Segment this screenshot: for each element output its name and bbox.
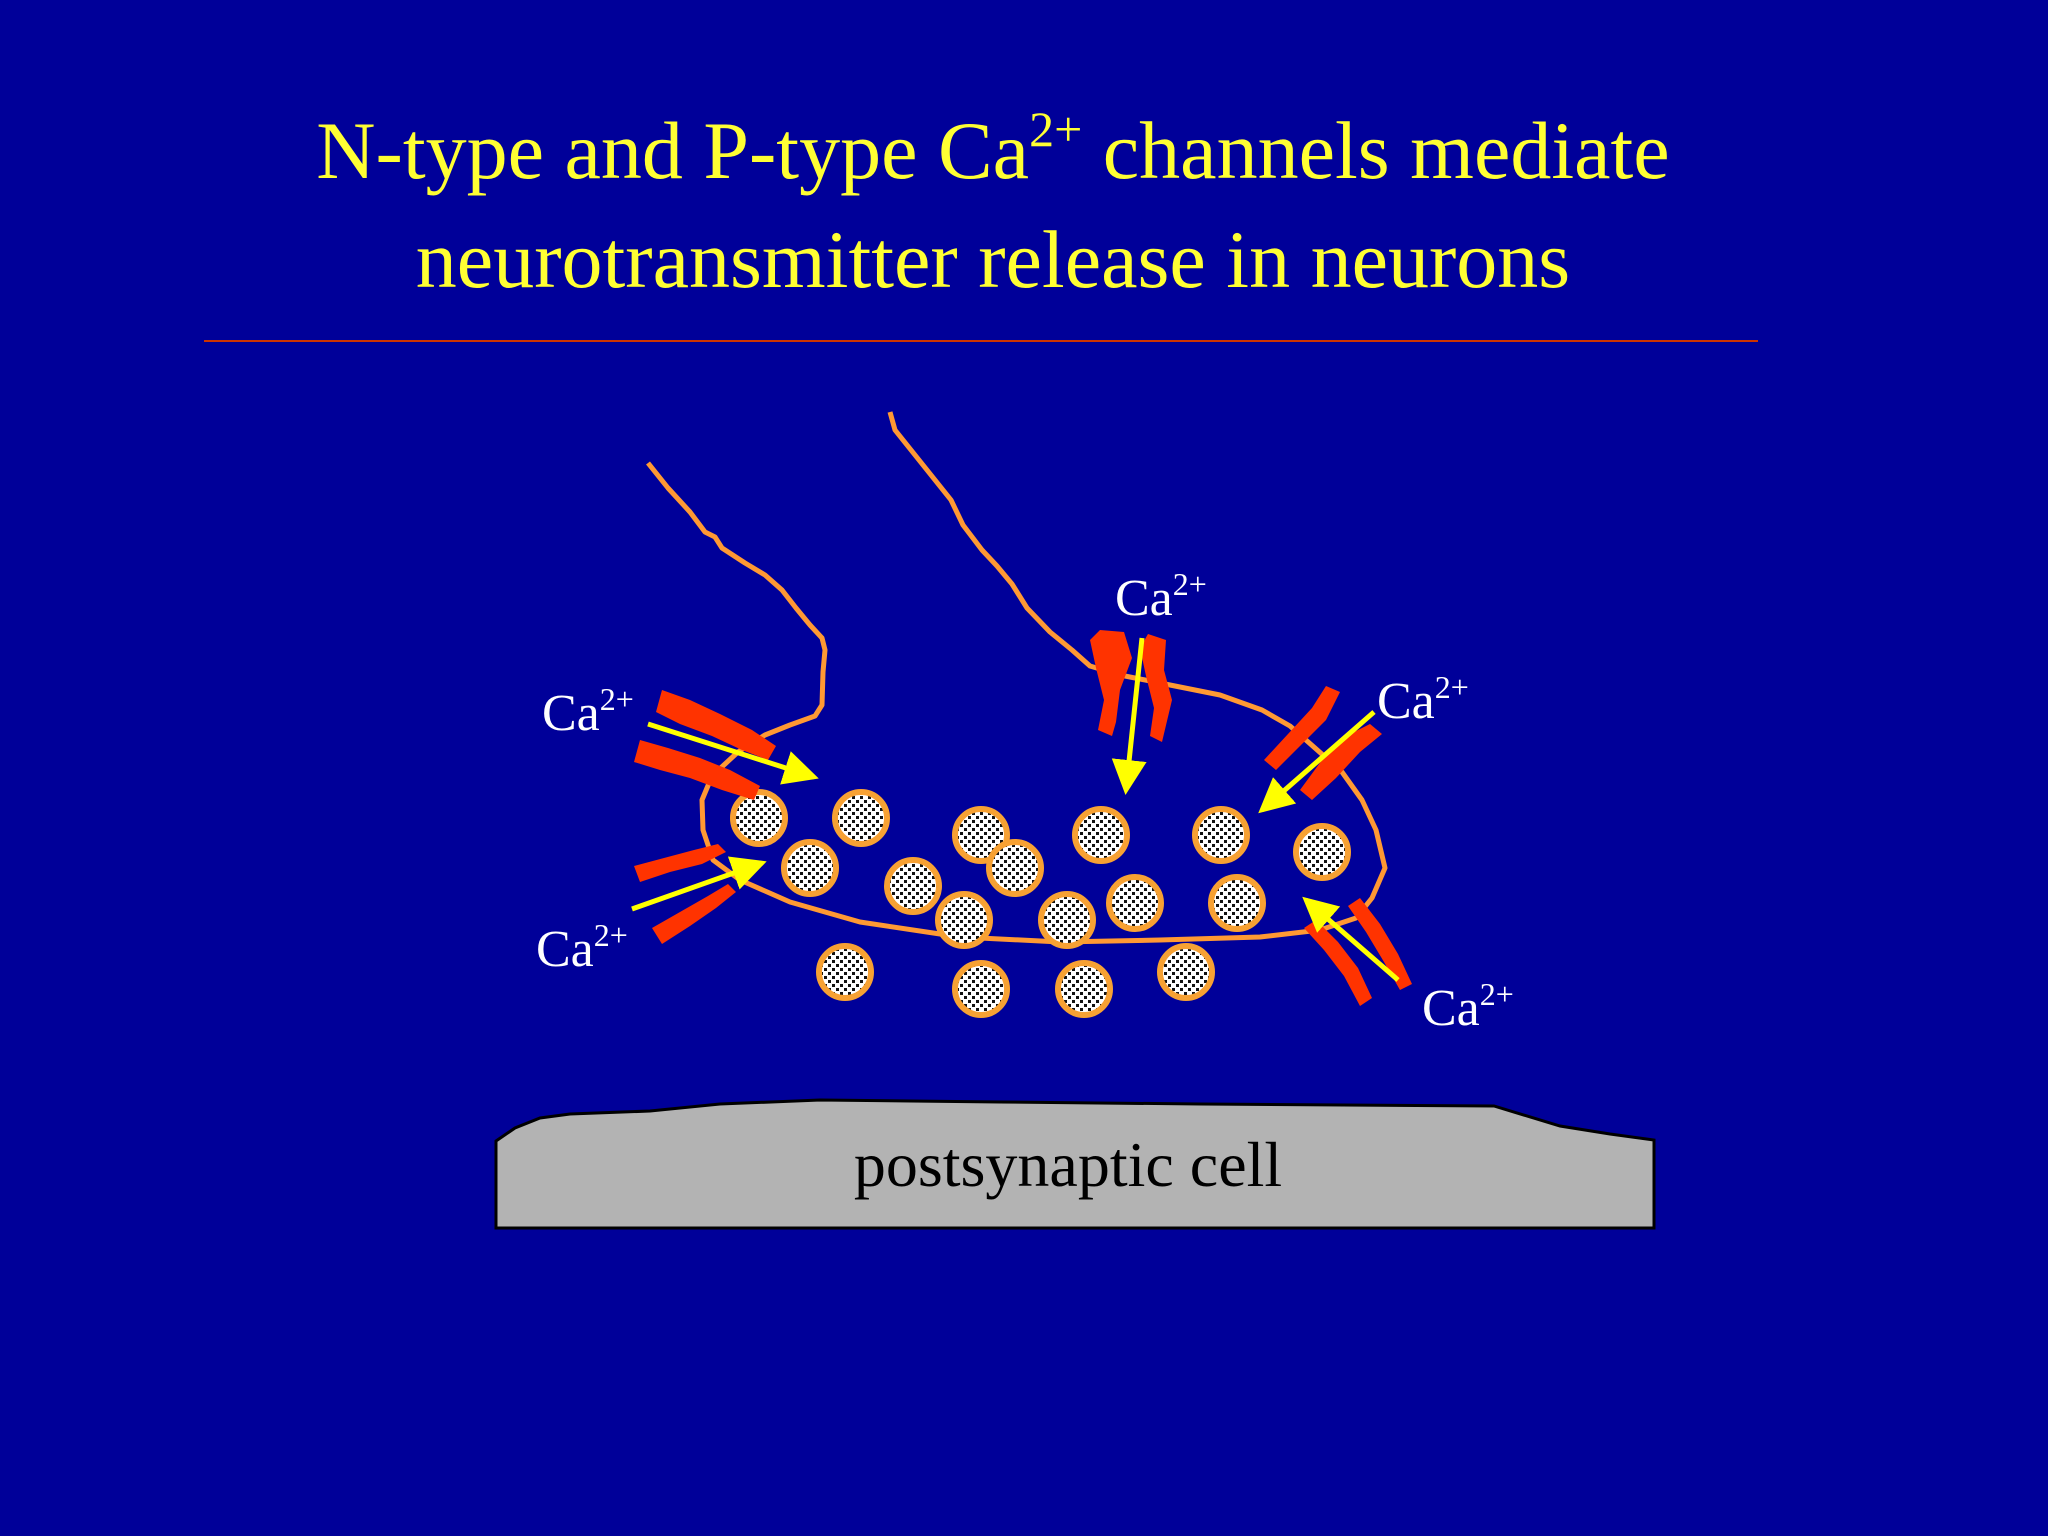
synaptic-vesicle-icon [1038, 891, 1096, 949]
calcium-channel-icon [634, 844, 736, 944]
ion-flow-arrow-icon [631, 856, 767, 912]
ca-label-top: Ca2+ [1115, 566, 1207, 627]
ion-flow-arrow-icon [1302, 896, 1400, 982]
calcium-channels [634, 630, 1412, 1006]
calcium-channel-icon [1090, 630, 1172, 742]
ion-flow-arrow-icon [647, 721, 819, 785]
postsynaptic-cell-label: postsynaptic cell [854, 1129, 1282, 1200]
presynaptic-terminal-membrane [646, 411, 1388, 945]
synaptic-vesicle-icon [1106, 874, 1164, 932]
calcium-flow-arrows [631, 637, 1400, 982]
calcium-channel-icon [634, 690, 776, 800]
ca-label-lower-left: Ca2+ [536, 917, 628, 978]
synaptic-vesicle-icon [884, 857, 942, 915]
synaptic-vesicle-icon [1293, 823, 1351, 881]
synaptic-vesicle-icon [952, 960, 1010, 1018]
ion-flow-arrow-icon [1258, 710, 1376, 814]
slide-title-line-2: neurotransmitter release in neurons [416, 214, 1570, 305]
synaptic-vesicle-icon [986, 839, 1044, 897]
ca-label-upper-left: Ca2+ [542, 681, 634, 742]
synaptic-vesicle-icon [1157, 943, 1215, 1001]
slide-title-line-1: N-type and P-type Ca2+ channels mediate [316, 101, 1669, 196]
synaptic-vesicles [730, 789, 1351, 1018]
synaptic-vesicle-icon [1072, 806, 1130, 864]
ion-flow-arrow-icon [1111, 637, 1147, 795]
synaptic-vesicle-icon [935, 891, 993, 949]
synaptic-vesicle-icon [832, 789, 890, 847]
synaptic-vesicle-icon [730, 789, 788, 847]
synaptic-vesicle-icon [816, 943, 874, 1001]
ca-label-lower-right: Ca2+ [1422, 976, 1514, 1037]
synaptic-vesicle-icon [1208, 874, 1266, 932]
synaptic-vesicle-icon [1192, 806, 1250, 864]
ca-label-upper-right: Ca2+ [1377, 669, 1469, 730]
synaptic-vesicle-icon [1055, 960, 1113, 1018]
calcium-channel-icon [1264, 686, 1382, 800]
synaptic-vesicle-icon [781, 839, 839, 897]
postsynaptic-cell [494, 1098, 1656, 1230]
calcium-channel-icon [1304, 898, 1412, 1006]
